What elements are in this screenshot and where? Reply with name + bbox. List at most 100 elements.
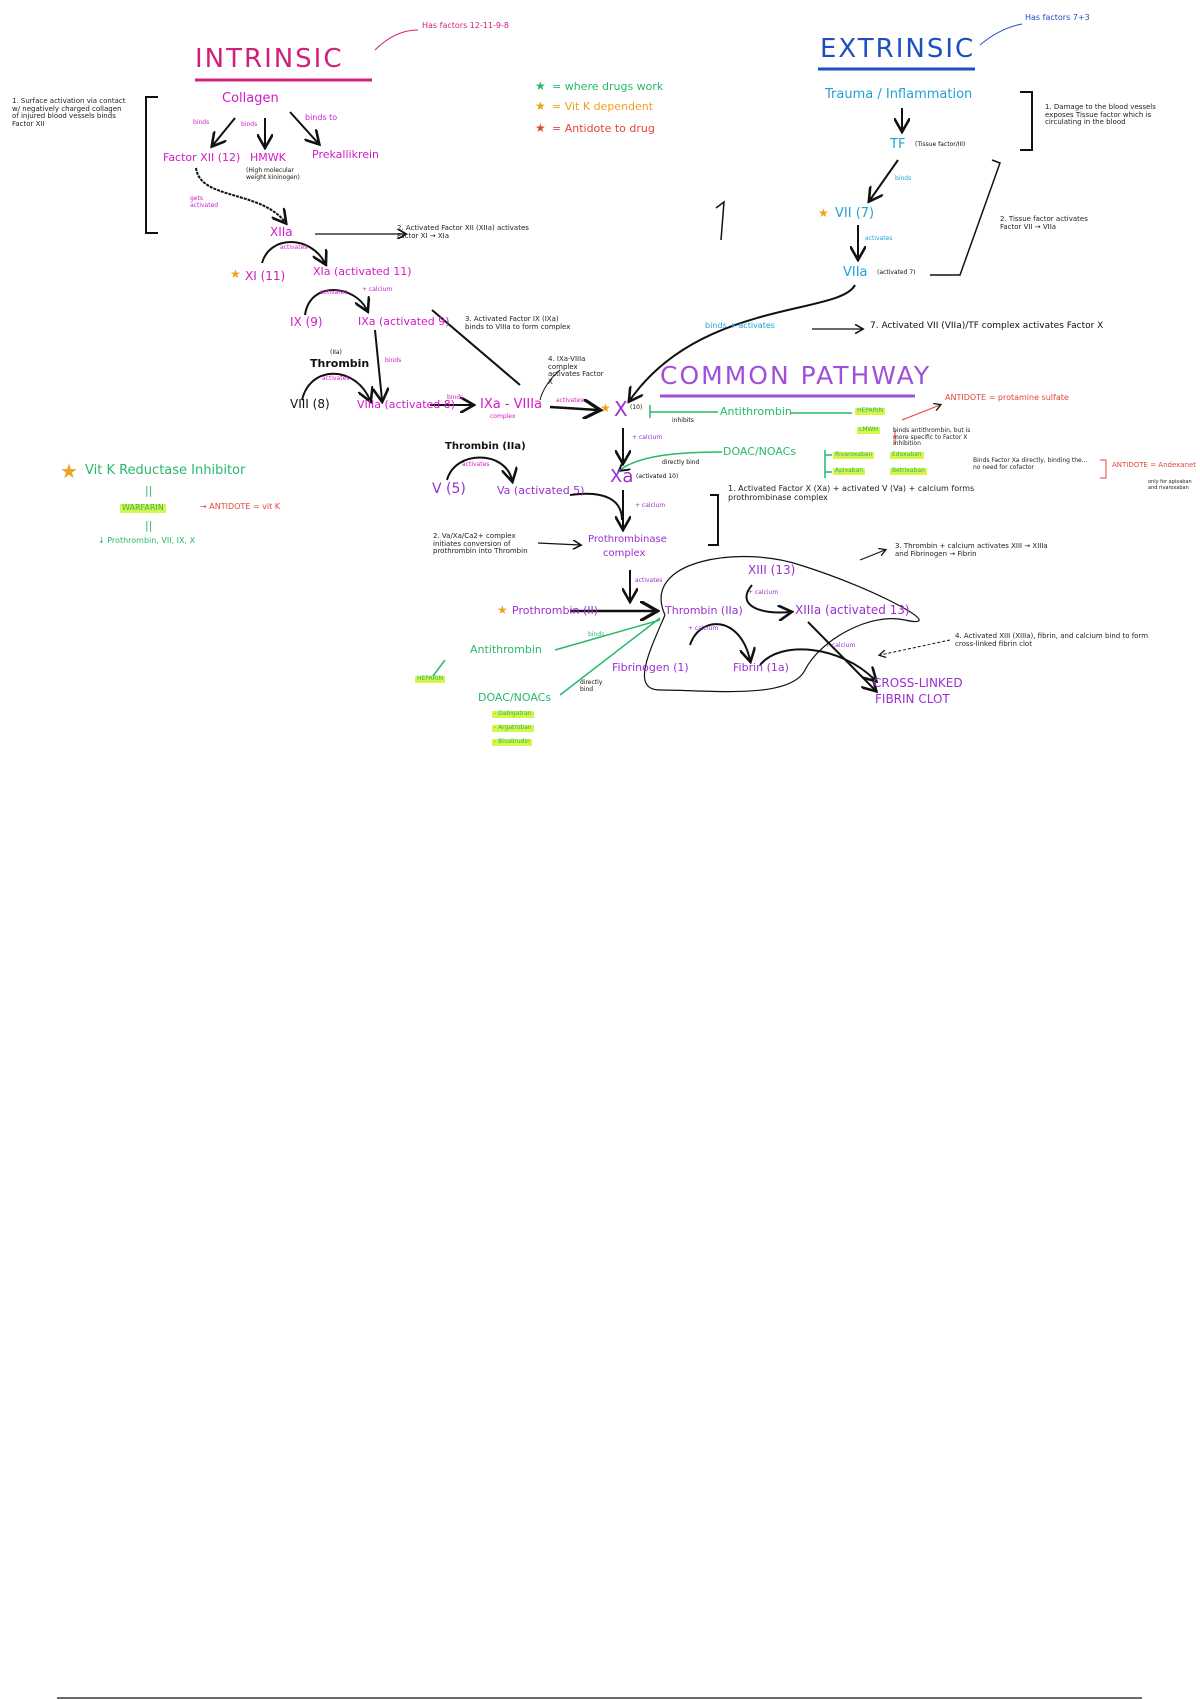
hmwk-full: (High molecular weight kininogen) (246, 167, 300, 181)
vitk-star-icon: ★ (60, 459, 78, 483)
legend-star-orange-icon: ★ (535, 99, 546, 113)
node-ixa-viiia-complex: IXa - VIIIa (480, 397, 543, 412)
drug-betrixaban[interactable]: Betrixaban (890, 467, 927, 475)
drug-rivaroxaban[interactable]: Rivaroxaban (833, 451, 875, 459)
label-activates: activates (280, 244, 308, 251)
node-xia: XIa (activated 11) (313, 265, 412, 278)
intrinsic-factors-note: Has factors 12-11-9-8 (422, 21, 509, 30)
extrinsic-note-7: 7. Activated VII (VIIa)/TF complex activ… (870, 321, 1104, 331)
node-vii: VII (7) (835, 206, 875, 221)
node-va: Va (activated 5) (497, 484, 585, 497)
node-fibrinogen: Fibrinogen (1) (612, 661, 689, 674)
legend-vitk: = Vit K dependent (552, 100, 654, 113)
complex-label: complex (490, 413, 516, 420)
drug-antithrombin-2: Antithrombin (470, 643, 542, 656)
node-factor-xii: Factor XII (12) (163, 151, 241, 164)
lmwh-note: binds antithrombin, but is more specific… (893, 427, 971, 448)
node-v: V (5) (432, 481, 466, 497)
xa-label: (activated 10) (636, 473, 679, 480)
xa-drug-note: Binds Factor Xa directly, binding the...… (973, 457, 1088, 471)
node-trauma: Trauma / Inflammation (825, 87, 973, 102)
legend-drugs: = where drugs work (552, 80, 664, 93)
label-inhibits: inhibits (672, 417, 694, 424)
antidote-andexanet: ANTIDOTE = Andexanet (1112, 461, 1197, 469)
node-ix: IX (9) (290, 315, 323, 329)
label-calcium: + calcium (632, 434, 663, 441)
node-viia: VIIa (843, 265, 868, 280)
label-activates: activates (865, 235, 893, 242)
node-xiiia: XIIIa (activated 13) (795, 603, 910, 617)
vitk-equals: || (145, 484, 153, 497)
drug-heparin[interactable]: HEPARIN (855, 407, 886, 415)
label-binds: binds (193, 119, 210, 126)
label-activates: activates (320, 289, 348, 296)
label-binds: binds (385, 357, 402, 364)
extrinsic-factors-note: Has factors 7+3 (1025, 13, 1090, 22)
drug-doacs-2: DOAC/NOACs (478, 691, 552, 704)
antidote-protamine: ANTIDOTE = protamine sulfate (945, 393, 1069, 402)
vitk-effect: ↓ Prothrombin, VII, IX, X (98, 536, 196, 545)
label-iia: (IIa) (330, 349, 342, 356)
andexanet-note: only for apixaban and rivaroxaban (1148, 479, 1192, 491)
node-prekallikrein: Prekallikrein (312, 148, 380, 161)
common-note-3: 3. Thrombin + calcium activates XIII → X… (895, 542, 1048, 558)
drug-antithrombin: Antithrombin (720, 405, 792, 418)
label-calcium: + calcium (362, 286, 393, 293)
node-ixa: IXa (activated 9) (358, 315, 450, 328)
node-hmwk: HMWK (250, 151, 286, 164)
extrinsic-note-2: 2. Tissue factor activates Factor VII → … (1000, 215, 1088, 231)
drug-lmwh[interactable]: LMWH (857, 426, 880, 434)
node-x: X (614, 397, 628, 421)
intrinsic-note-2: 2. Activated Factor XII (XIIa) activates… (397, 224, 529, 240)
label-binds: binds (241, 121, 258, 128)
common-note-2: 2. Va/Xa/Ca2+ complex initiates conversi… (433, 532, 528, 556)
legend-antidote: = Antidote to drug (552, 122, 655, 135)
label-activates: activates (556, 397, 584, 404)
node-fibrin: Fibrin (1a) (733, 661, 789, 674)
drug-heparin-2[interactable]: HEPARIN (415, 675, 446, 683)
label-binds: binds (588, 631, 605, 638)
node-xa: Xa (610, 466, 634, 487)
node-tf: TF (890, 137, 906, 152)
label-gets-activated: gets activated (190, 195, 219, 209)
common-note-4: 4. Activated XIII (XIIIa), fibrin, and c… (955, 632, 1149, 648)
drug-argatroban[interactable]: - Argatroban (492, 724, 534, 732)
drug-apixaban[interactable]: Apixaban (833, 467, 866, 475)
tf-label: (Tissue factor/III) (915, 141, 966, 148)
node-viiia: VIIIa (activated 8) (357, 398, 456, 411)
drug-dabigatran[interactable]: - Dabigatran (492, 710, 534, 718)
common-title: COMMON PATHWAY (660, 361, 932, 390)
node-prothrombinase: Prothrombinase (588, 534, 667, 545)
intrinsic-title: INTRINSIC (195, 44, 344, 74)
vitk-star-icon: ★ (818, 206, 829, 220)
label-activates: activates (322, 375, 350, 382)
drug-edoxaban[interactable]: Edoxaban (890, 451, 924, 459)
drug-warfarin[interactable]: WARFARIN (120, 503, 166, 513)
node-prothrombin: Prothrombin (II) (512, 604, 599, 617)
node-xiia: XIIa (270, 225, 293, 239)
label-calcium: + calcium (748, 589, 779, 596)
label-calcium: + calcium (635, 502, 666, 509)
label-binds: binds (447, 394, 464, 401)
intrinsic-note-1: 1. Surface activation via contact w/ neg… (12, 97, 126, 129)
label-activates: activates (462, 461, 490, 468)
common-note-1: 1. Activated Factor X (Xa) + activated V… (728, 484, 975, 502)
extrinsic-title: EXTRINSIC (820, 34, 976, 64)
legend-star-green-icon: ★ (535, 79, 546, 93)
drug-doacs: DOAC/NOACs (723, 445, 797, 458)
vitk-equals: || (145, 519, 153, 532)
node-thrombin-2: Thrombin (IIa) (445, 441, 526, 452)
node-collagen: Collagen (222, 91, 279, 106)
viia-label: (activated 7) (877, 269, 916, 276)
intrinsic-note-3: 3. Activated Factor IX (IXa) binds to VI… (465, 315, 571, 331)
label-binds: binds (895, 175, 912, 182)
node-xiii: XIII (13) (748, 563, 796, 577)
vitk-star-icon: ★ (230, 267, 241, 281)
intrinsic-note-4: 4. IXa-VIIIa complex activates Factor X (548, 355, 604, 387)
prothrombinase-label: complex (603, 548, 646, 559)
node-thrombin: Thrombin (310, 357, 370, 370)
label-directly-bind: directly bind (580, 679, 603, 693)
node-thrombin-3: Thrombin (IIa) (665, 604, 743, 617)
drug-bivalirudin[interactable]: - Bivalirudin (492, 738, 532, 746)
